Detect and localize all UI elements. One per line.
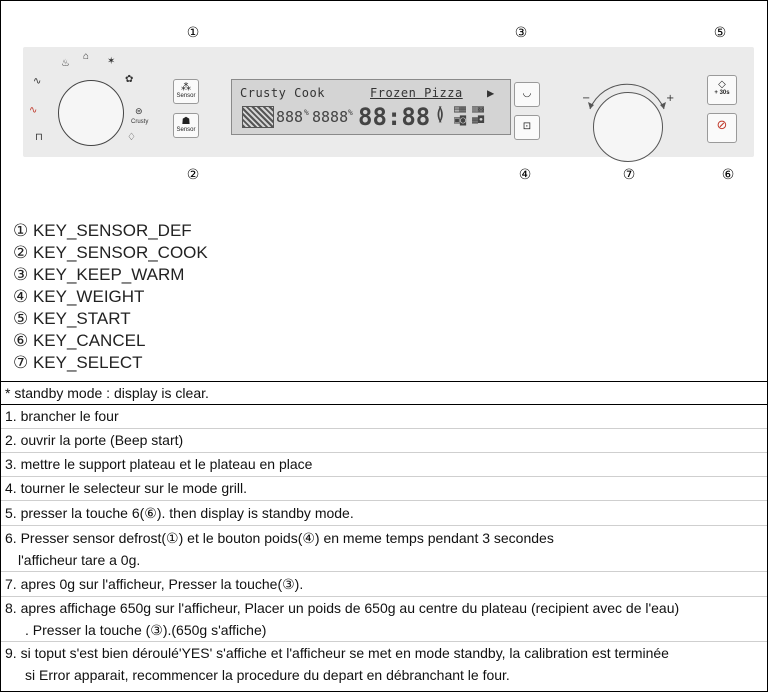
lcd-program-text: Crusty Cook (240, 86, 325, 100)
lcd-food-text: Frozen Pizza (370, 86, 463, 100)
svg-text:−: − (582, 93, 590, 104)
callout-1: ① (186, 24, 200, 40)
key-legend-item: ① KEY_SENSOR_DEF (13, 221, 192, 240)
callout-5: ⑤ (713, 24, 727, 40)
fan-grill-icon: ✶ (107, 56, 116, 67)
step-8: 8. apres affichage 650g sur l'afficheur,… (5, 600, 680, 638)
sensor-cook-icon: ☗ (181, 116, 191, 127)
key-legend: ① KEY_SENSOR_DEF ② KEY_SENSOR_COOK ③ KEY… (13, 220, 208, 374)
weight-button[interactable]: ⊡ (514, 115, 540, 140)
keep-warm-button[interactable]: ◡ (514, 82, 540, 107)
start-icon: ◇ (718, 79, 726, 90)
start-button[interactable]: ◇ + 30s (707, 75, 737, 105)
keep-warm-icon: ◡ (522, 88, 532, 99)
lcd-display: Crusty Cook Frozen Pizza ▶ 888 % 8888 % … (231, 79, 511, 135)
crusty-icon: ⊜ (135, 106, 143, 116)
key-legend-item: ④ KEY_WEIGHT (13, 287, 145, 306)
mode-selector-dial[interactable] (58, 80, 124, 146)
sensor-defrost-button[interactable]: ⁂ Sensor (173, 79, 199, 104)
step-9: 9. si toput s'est bien déroulé'YES' s'af… (5, 645, 669, 683)
dial-crusty-label: Crusty (131, 119, 149, 125)
lcd-digits-b: 8888 (312, 108, 349, 126)
control-panel-section: ① ③ ⑤ ② ④ ⑦ ⑥ ♨ ⌂ ✶ ✿ ∿ ∿ ⊓ ♢ ⊜ Crusty ⁂… (1, 1, 767, 382)
knob-arc-icon: − + (582, 83, 674, 110)
key-legend-item: ⑤ KEY_START (13, 309, 131, 328)
lcd-level-icon: ≬ (436, 104, 445, 125)
key-legend-item: ⑥ KEY_CANCEL (13, 331, 146, 350)
key-legend-item: ⑦ KEY_SELECT (13, 353, 143, 372)
defrost-icon: ⊓ (35, 132, 43, 143)
steam-icon: ♢ (127, 132, 136, 143)
callout-2: ② (186, 166, 200, 182)
select-knob[interactable] (593, 92, 663, 162)
callout-6: ⑥ (721, 166, 735, 182)
grill-icon: ⌂ (83, 51, 90, 62)
fan-icon: ✿ (125, 74, 134, 85)
step-6: 6. Presser sensor defrost(①) et le bouto… (5, 530, 554, 568)
key-legend-item: ③ KEY_KEEP_WARM (13, 265, 185, 284)
sensor-cook-label: Sensor (176, 127, 196, 133)
lcd-status-icons-2: ▥▩▦◘ (472, 104, 485, 126)
lcd-arrow-icon: ▶ (487, 86, 495, 100)
weight-icon: ⊡ (522, 121, 532, 132)
microwave-icon: ∿ (29, 105, 38, 116)
cancel-icon: ⊘ (716, 117, 728, 132)
oven-control-panel: ♨ ⌂ ✶ ✿ ∿ ∿ ⊓ ♢ ⊜ Crusty ⁂ Sensor ☗ Sens… (23, 47, 754, 162)
svg-text:+: + (666, 93, 674, 104)
standby-note: * standby mode : display is clear. (1, 382, 767, 405)
cancel-button[interactable]: ⊘ (707, 113, 737, 143)
callout-7: ⑦ (622, 166, 636, 182)
lcd-status-icons: ▤▦▣◙ (454, 104, 467, 126)
lcd-digits-a: 888 (276, 108, 304, 126)
start-label: + 30s (714, 90, 730, 96)
sensor-defrost-label: Sensor (176, 93, 196, 99)
sensor-defrost-icon: ⁂ (181, 82, 191, 93)
lcd-unit-b: % (348, 108, 353, 117)
lcd-pattern-icon (242, 106, 274, 128)
callout-3: ③ (514, 24, 528, 40)
sensor-cook-button[interactable]: ☗ Sensor (173, 113, 199, 138)
key-legend-item: ② KEY_SENSOR_COOK (13, 243, 208, 262)
grill-high-icon: ♨ (61, 58, 70, 69)
combi-icon: ∿ (33, 76, 42, 87)
lcd-clock: 88:88 (358, 103, 431, 131)
lcd-unit-a: % (304, 108, 309, 117)
callout-4: ④ (518, 166, 532, 182)
